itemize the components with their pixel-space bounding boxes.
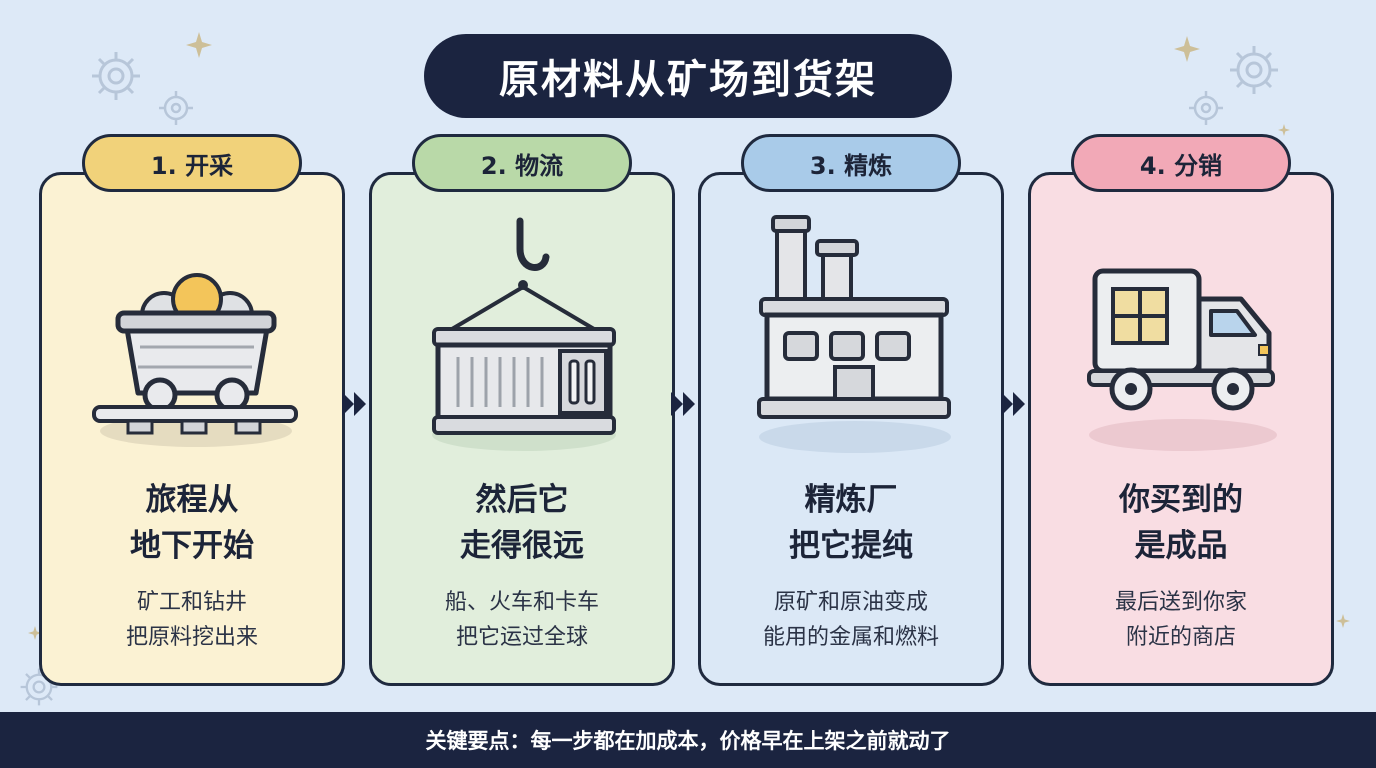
step-tab-distribution: 4. 分销 [1071, 134, 1291, 192]
factory-icon [757, 215, 951, 453]
gear-icon [92, 52, 140, 100]
step-description: 原矿和原油变成能用的金属和燃料 [762, 590, 939, 650]
sparkle-icon [1278, 124, 1290, 136]
delivery-truck-icon [1087, 268, 1277, 451]
sparkle-icon [186, 32, 212, 58]
step-tab-logistics: 2. 物流 [412, 134, 632, 192]
chevron-right-icon [342, 392, 366, 416]
step-description: 最后送到你家附近的商店 [1114, 590, 1247, 650]
step-tab-refining: 3. 精炼 [741, 134, 961, 192]
sparkle-icon [28, 626, 42, 640]
page-title: 原材料从矿场到货架 [424, 34, 952, 118]
step-description: 矿工和钻井把原料挖出来 [125, 590, 258, 650]
sparkle-icon [1174, 36, 1200, 62]
step-card-mining: 旅程从地下开始 矿工和钻井把原料挖出来 [39, 172, 345, 686]
gear-icon [159, 91, 193, 125]
mine-cart-icon [92, 273, 298, 447]
gear-icon [20, 668, 58, 706]
gear-icon [1189, 91, 1223, 125]
step-heading: 精炼厂把它提纯 [789, 482, 913, 564]
gear-icon [1230, 46, 1278, 94]
step-card-refining: 精炼厂把它提纯 原矿和原油变成能用的金属和燃料 [698, 172, 1004, 686]
step-tab-mining: 1. 开采 [82, 134, 302, 192]
step-card-logistics: 然后它走得很远 船、火车和卡车把它运过全球 [369, 172, 675, 686]
step-heading: 然后它走得很远 [460, 482, 584, 564]
shipping-container-icon [432, 217, 616, 451]
step-heading: 旅程从地下开始 [130, 482, 254, 564]
step-card-distribution: 你买到的是成品 最后送到你家附近的商店 [1028, 172, 1334, 686]
step-heading: 你买到的是成品 [1119, 482, 1243, 564]
chevron-right-icon [1001, 392, 1025, 416]
sparkle-icon [1336, 614, 1350, 628]
key-takeaway-banner: 关键要点：每一步都在加成本，价格早在上架之前就动了 [0, 712, 1376, 768]
chevron-right-icon [671, 392, 695, 416]
step-description: 船、火车和卡车把它运过全球 [444, 590, 599, 650]
